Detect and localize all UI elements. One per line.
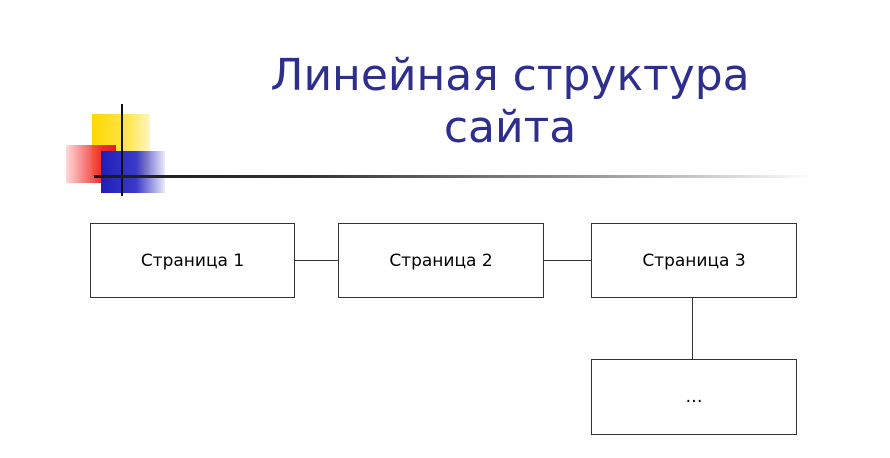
slide-title-line-1: Линейная структура [270,50,750,101]
node-label: Страница 2 [389,250,493,271]
title-underline [94,175,814,178]
logo-blue-square [101,151,165,193]
node-page-3: Страница 3 [591,223,797,298]
connector-page-1-to-page-2 [295,260,338,261]
node-page-1: Страница 1 [90,223,295,298]
node-label: Страница 3 [642,250,746,271]
node-label: Страница 1 [140,250,245,271]
slide-title: Линейная структура сайта [200,50,820,154]
logo-vertical-line [121,104,123,196]
node-page-more: … [591,359,797,435]
node-label: … [685,387,703,407]
connector-page-3-to-more [692,298,693,359]
connector-page-2-to-page-3 [544,260,591,261]
slide-title-line-2: сайта [443,102,577,153]
node-page-2: Страница 2 [338,223,544,298]
